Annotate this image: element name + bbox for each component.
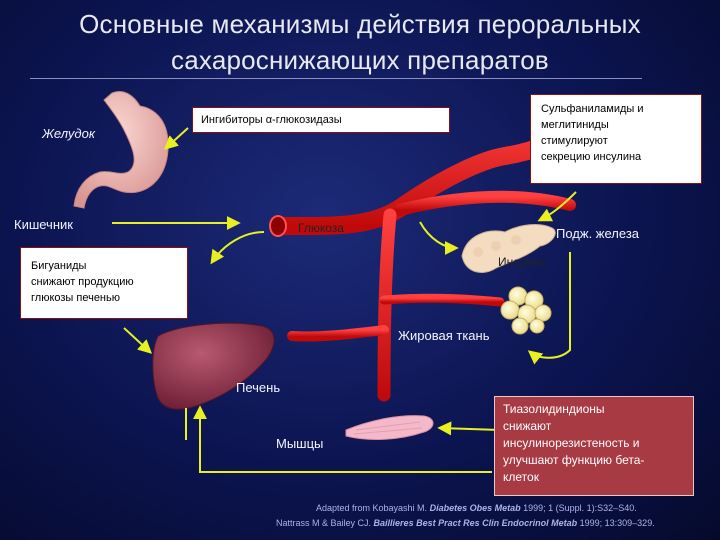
insulin-label: Инсулин (498, 255, 546, 269)
citation-2-journal: Baillieres Best Pract Res Clin Endocrino… (373, 518, 578, 528)
alpha-glucosidase-box: Ингибиторы α-глюкозидазы (192, 107, 450, 133)
thiazolidinediones-box: Тиазолидиндионы снижают инсулинорезистен… (494, 396, 694, 496)
citation-2-ref: 1999; 13:309–329. (579, 518, 655, 528)
sulfonylureas-box: Сульфаниламиды и меглитиниды стимулируют… (530, 94, 702, 184)
sulfonylureas-line: секрецию инсулина (541, 151, 642, 163)
title-divider (30, 78, 642, 79)
stomach-illustration (73, 91, 169, 209)
tzd-line: Тиазолидиндионы (503, 402, 605, 416)
intestine-label: Кишечник (14, 217, 73, 232)
muscle-illustration (345, 415, 434, 440)
tzd-line: клеток (503, 470, 539, 484)
tzd-line: снижают (503, 419, 552, 433)
biguanides-line: Бигуаниды (31, 260, 87, 272)
sulfonylureas-line: меглитиниды (541, 119, 609, 131)
tzd-line: улучшают функцию бета- (503, 453, 645, 467)
slide-title: Основные механизмы действия пероральных … (0, 6, 720, 78)
biguanides-line: снижают продукцию (31, 276, 134, 288)
citation-1-ref: 1999; 1 (Suppl. 1):S32–S40. (523, 503, 637, 513)
fat-tissue-illustration (500, 286, 552, 335)
liver-illustration (152, 322, 275, 410)
effect-arrows (112, 127, 577, 473)
vessel-opening (269, 215, 287, 237)
sulfonylureas-line: Сульфаниламиды и (541, 103, 644, 115)
pancreas-label: Подж. железа (556, 226, 640, 241)
liver-label: Печень (236, 380, 281, 395)
sulfonylureas-line: стимулируют (541, 135, 608, 147)
fat-tissue-label: Жировая ткань (398, 328, 490, 343)
citation-2-authors: Nattrass M & Bailey CJ. (276, 518, 372, 528)
biguanides-line: глюкозы печенью (31, 292, 120, 304)
biguanides-box: Бигуаниды снижают продукцию глюкозы пече… (20, 247, 188, 319)
title-line-2: сахароснижающих препаратов (171, 45, 549, 75)
citation-line-2: Nattrass M & Bailey CJ. Baillieres Best … (276, 518, 655, 528)
citation-1-authors: Adapted from Kobayashi M. (316, 503, 428, 513)
alpha-glucosidase-text: Ингибиторы α-глюкозидазы (201, 114, 342, 126)
glucose-label: Глюкоза (298, 221, 344, 235)
citation-line-1: Adapted from Kobayashi M. Diabetes Obes … (316, 503, 637, 513)
citation-1-journal: Diabetes Obes Metab (429, 503, 521, 513)
title-line-1: Основные механизмы действия пероральных (79, 9, 641, 39)
muscle-label: Мышцы (276, 436, 324, 451)
stomach-label: Желудок (42, 126, 95, 141)
pancreas-illustration (461, 224, 556, 273)
tzd-line: инсулинорезистеность и (503, 436, 640, 450)
